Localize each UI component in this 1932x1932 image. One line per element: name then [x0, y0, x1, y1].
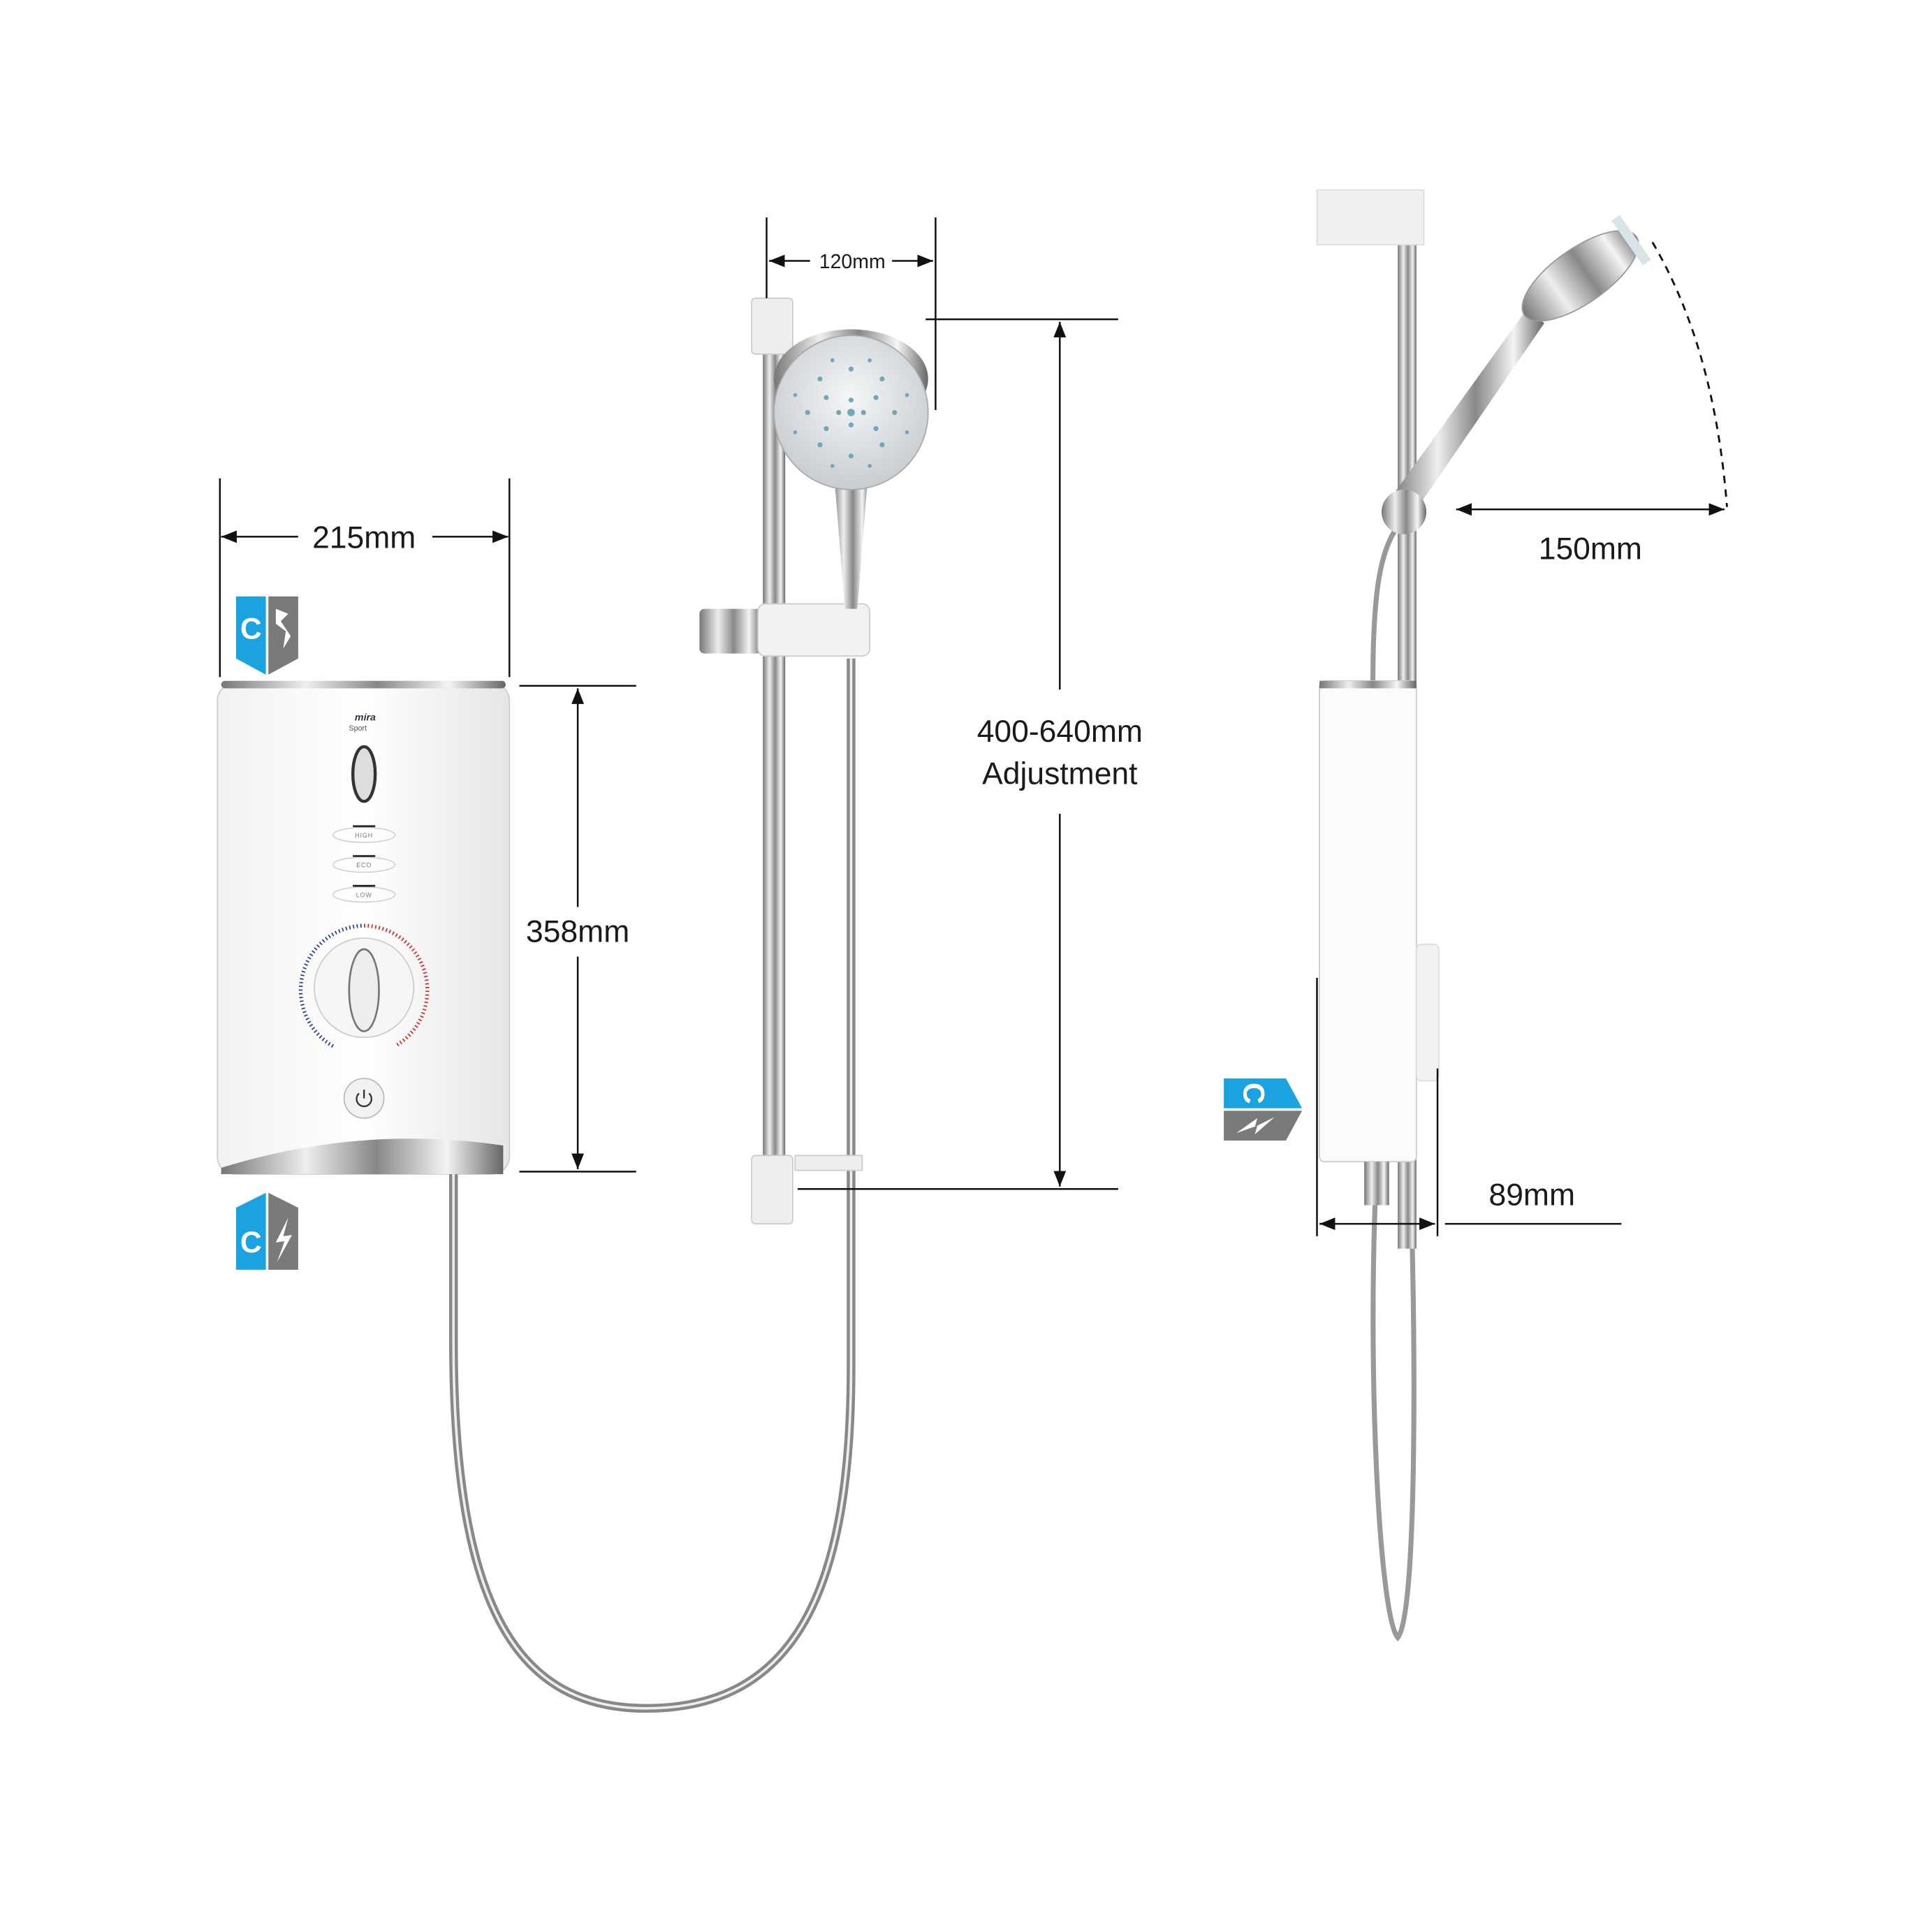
power-button[interactable]: [343, 1078, 385, 1119]
svg-text:LOW: LOW: [356, 891, 372, 898]
lightning-bolt-icon: [275, 1217, 293, 1263]
handset-front[interactable]: [773, 329, 929, 609]
svg-text:C: C: [240, 1226, 262, 1259]
spray-nozzles: [793, 358, 909, 468]
power-icon: [356, 1089, 372, 1108]
brand-logo: mira: [355, 712, 376, 724]
slider-bracket[interactable]: [699, 603, 871, 657]
shower-unit-front: mira Sport HIGH ECO LOW: [217, 680, 511, 1175]
svg-text:358mm: 358mm: [526, 914, 629, 949]
riser-rail: [449, 298, 863, 1713]
badge-top: C: [235, 596, 298, 675]
svg-text:C: C: [240, 612, 262, 645]
dimension-unit-height: 358mm: [519, 685, 636, 1173]
shower-side-view: [1316, 189, 1728, 1642]
display-window: [351, 745, 377, 803]
svg-text:215mm: 215mm: [312, 520, 416, 555]
lightning-bolt-icon: [1236, 1117, 1275, 1135]
temperature-dial[interactable]: [298, 923, 430, 1048]
rail-bracket-top: [751, 298, 793, 355]
svg-text:150mm: 150mm: [1539, 532, 1642, 566]
unit-side: [1319, 680, 1417, 1163]
lightning-bolt-icon: [275, 608, 291, 649]
button-low[interactable]: LOW: [332, 884, 396, 903]
svg-text:ECO: ECO: [356, 862, 372, 869]
svg-text:Adjustment: Adjustment: [982, 756, 1138, 791]
svg-text:400-640mm: 400-640mm: [977, 715, 1143, 749]
button-high[interactable]: HIGH: [332, 825, 396, 843]
svg-text:120mm: 120mm: [819, 251, 886, 273]
rail-bracket-bottom: [751, 1155, 793, 1224]
hose-side: [1370, 1167, 1417, 1642]
dimension-handset-reach: 150mm: [1456, 503, 1725, 566]
rail-bracket-top-side: [1316, 189, 1425, 246]
badge-bottom: C: [235, 1192, 298, 1270]
handset-side: [1391, 310, 1545, 510]
model-label: Sport: [349, 724, 367, 733]
svg-text:89mm: 89mm: [1488, 1178, 1575, 1212]
dimension-head-width: 120mm: [766, 217, 937, 410]
button-eco[interactable]: ECO: [332, 855, 396, 873]
badge-side: C: [1224, 1078, 1303, 1141]
dimension-unit-depth: 89mm: [1316, 977, 1622, 1236]
svg-text:C: C: [1237, 1083, 1271, 1104]
svg-text:HIGH: HIGH: [355, 832, 373, 839]
dimension-unit-width: 215mm: [219, 478, 511, 678]
dimension-rail-adjustment: 400-640mm Adjustment: [797, 318, 1143, 1190]
